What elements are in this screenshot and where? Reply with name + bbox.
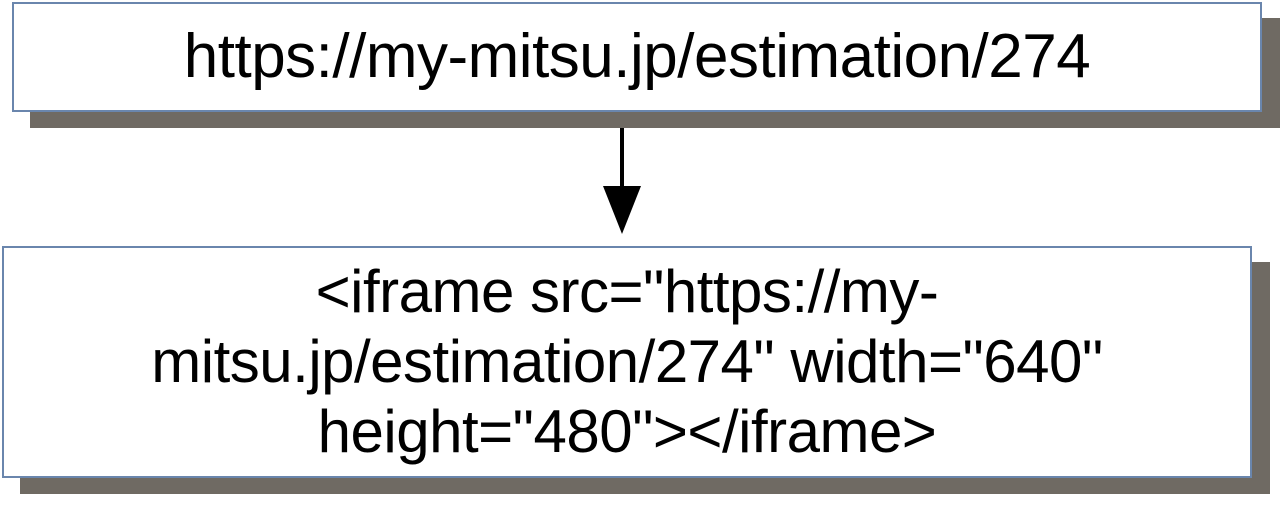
iframe-code-line-3: height="480"></iframe> bbox=[317, 398, 937, 465]
iframe-code-line-2: mitsu.jp/estimation/274" width="640" bbox=[151, 328, 1103, 395]
arrow-head-icon bbox=[603, 186, 641, 234]
iframe-code-node: <iframe src="https://my- mitsu.jp/estima… bbox=[2, 246, 1252, 478]
url-node-text: https://my-mitsu.jp/estimation/274 bbox=[183, 22, 1091, 91]
url-node: https://my-mitsu.jp/estimation/274 bbox=[12, 2, 1262, 112]
iframe-code-line-1: <iframe src="https://my- bbox=[315, 258, 939, 325]
iframe-code-text: <iframe src="https://my- mitsu.jp/estima… bbox=[151, 257, 1103, 467]
